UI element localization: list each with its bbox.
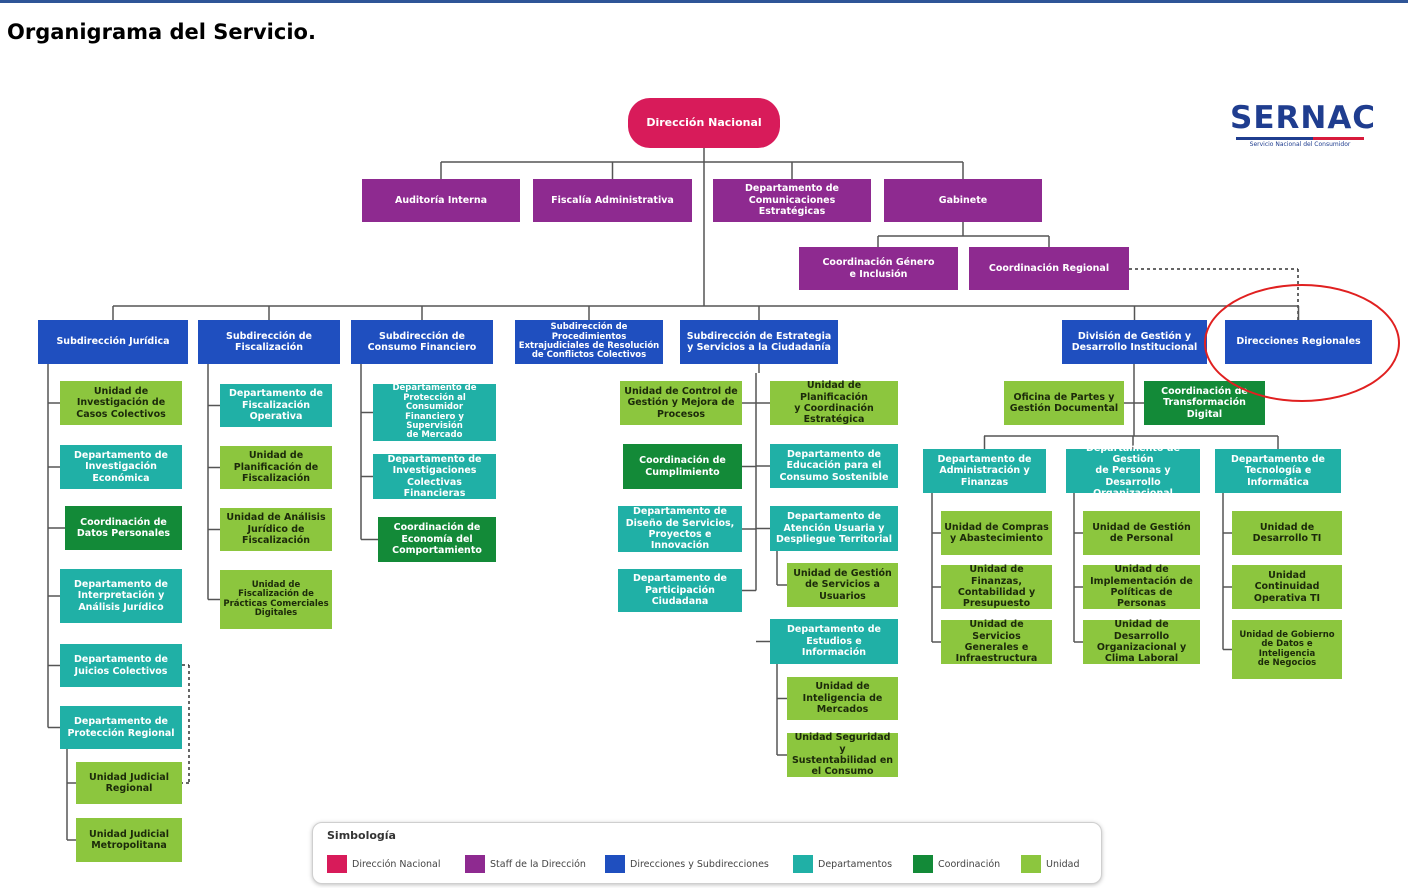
node-d-fisc-operativa: Departamento de Fiscalización Operativa [220, 384, 332, 427]
node-d-participacion: Departamento de Participación Ciudadana [618, 569, 742, 612]
node-d-inv-financieras: Departamento de Investigaciones Colectiv… [373, 454, 496, 499]
node-d-atencion: Departamento de Atención Usuaria y Despl… [770, 506, 898, 551]
node-d-juicios: Departamento de Juicios Colectivos [60, 644, 182, 687]
legend-item: Direcciones y Subdirecciones [605, 855, 769, 873]
node-u-seguridad: Unidad Seguridad y Sustentabilidad en el… [787, 732, 898, 777]
highlight-ellipse [1204, 284, 1400, 402]
node-c-datos: Coordinación de Datos Personales [65, 506, 182, 550]
node-d-educacion: Departamento de Educación para el Consum… [770, 444, 898, 488]
node-u-servicios-usuarios: Unidad de Gestión de Servicios a Usuario… [787, 563, 898, 607]
node-d-diseno: Departamento de Diseño de Servicios, Pro… [618, 506, 742, 552]
node-u-judicial-reg: Unidad Judicial Regional [76, 762, 182, 804]
node-u-serv-generales: Unidad de Servicios Generales e Infraest… [941, 619, 1052, 664]
node-d-estudios: Departamento de Estudios e Información [770, 619, 898, 664]
legend-swatch [605, 855, 625, 873]
node-sub-estrategia: Subdirección de Estrategia y Servicios a… [680, 320, 838, 364]
node-u-politicas: Unidad de Implementación de Políticas de… [1083, 564, 1200, 609]
node-u-inteligencia: Unidad de Inteligencia de Mercados [787, 677, 898, 720]
node-div-gestion: División de Gestión y Desarrollo Institu… [1062, 320, 1207, 364]
legend-item: Unidad [1021, 855, 1080, 873]
node-u-desarrollo-org: Unidad de Desarrollo Organizacional y Cl… [1083, 619, 1200, 664]
node-u-continuidad: Unidad Continuidad Operativa TI [1232, 565, 1342, 609]
legend-item: Coordinación [913, 855, 1000, 873]
page-title: Organigrama del Servicio. [7, 20, 316, 44]
node-u-fisc-digitales: Unidad de Fiscalización de Prácticas Com… [220, 570, 332, 629]
node-sub-procedimientos: Subdirección de Procedimientos Extrajudi… [515, 320, 663, 364]
node-u-planif-fisc: Unidad de Planificación de Fiscalización [220, 446, 332, 489]
node-u-judicial-metro: Unidad Judicial Metropolitana [76, 818, 182, 862]
legend-item: Staff de la Dirección [465, 855, 586, 873]
logo-tagline: Servicio Nacional del Consumidor [1249, 141, 1351, 148]
node-coord-genero: Coordinación Género e Inclusión [799, 247, 958, 290]
legend-swatch [465, 855, 485, 873]
legend-item: Departamentos [793, 855, 892, 873]
node-u-oficina-partes: Oficina de Partes y Gestión Documental [1004, 381, 1124, 425]
node-u-inv-casos: Unidad de Investigación de Casos Colecti… [60, 381, 182, 425]
node-sub-juridica: Subdirección Jurídica [38, 320, 188, 364]
node-d-prot-financiero: Departamento de Protección al Consumidor… [373, 384, 496, 441]
node-comunicaciones: Departamento de Comunicaciones Estratégi… [713, 179, 871, 222]
node-c-cumplimiento: Coordinación de Cumplimiento [623, 444, 742, 489]
node-gabinete: Gabinete [884, 179, 1042, 222]
node-coord-regional: Coordinación Regional [969, 247, 1129, 290]
legend: Simbología Dirección Nacional Staff de la… [312, 822, 1102, 884]
legend-title: Simbología [327, 829, 396, 842]
legend-swatch [913, 855, 933, 873]
legend-label: Staff de la Dirección [490, 858, 586, 870]
legend-item: Dirección Nacional [327, 855, 441, 873]
node-c-economia: Coordinación de Economía del Comportamie… [378, 517, 496, 562]
legend-swatch [1021, 855, 1041, 873]
node-sub-consumo: Subdirección de Consumo Financiero [351, 320, 493, 364]
node-u-analisis-jur: Unidad de Análisis Jurídico de Fiscaliza… [220, 508, 332, 551]
node-u-planif-coord: Unidad de Planificación y Coordinación E… [770, 380, 898, 425]
node-d-tecnologia: Departamento de Tecnología e Informática [1215, 449, 1341, 493]
node-d-proteccion-reg: Departamento de Protección Regional [60, 706, 182, 749]
legend-label: Direcciones y Subdirecciones [630, 858, 769, 870]
node-u-control-gestion: Unidad de Control de Gestión y Mejora de… [620, 381, 742, 425]
sernac-logo: SERNAC Servicio Nacional del Consumidor [1230, 100, 1377, 148]
legend-label: Departamentos [818, 858, 893, 870]
logo-underline [1236, 137, 1364, 140]
legend-label: Dirección Nacional [352, 858, 441, 870]
legend-swatch [327, 855, 347, 873]
node-d-inv-economica: Departamento de Investigación Económica [60, 445, 182, 489]
top-rule [0, 0, 1408, 3]
node-dn: Dirección Nacional [628, 98, 780, 148]
node-d-personas: Departamento de Gestión de Personas y De… [1066, 443, 1200, 499]
node-u-compras: Unidad de Compras y Abastecimiento [941, 511, 1052, 555]
node-u-gobierno-datos: Unidad de Gobierno de Datos e Inteligenc… [1232, 620, 1342, 679]
node-d-administracion: Departamento de Administración y Finanza… [923, 449, 1046, 493]
legend-swatch [793, 855, 813, 873]
node-u-gestion-personal: Unidad de Gestión de Personal [1083, 511, 1200, 555]
legend-label: Coordinación [938, 858, 1001, 870]
node-fiscalia: Fiscalía Administrativa [533, 179, 692, 222]
node-auditoria: Auditoría Interna [362, 179, 520, 222]
node-sub-fiscalizacion: Subdirección de Fiscalización [198, 320, 340, 364]
node-u-desarrollo-ti: Unidad de Desarrollo TI [1232, 511, 1342, 555]
node-u-finanzas: Unidad de Finanzas, Contabilidad y Presu… [941, 564, 1052, 609]
legend-label: Unidad [1046, 858, 1080, 870]
node-d-interpretacion: Departamento de Interpretación y Análisi… [60, 569, 182, 623]
logo-wordmark: SERNAC [1230, 100, 1377, 136]
